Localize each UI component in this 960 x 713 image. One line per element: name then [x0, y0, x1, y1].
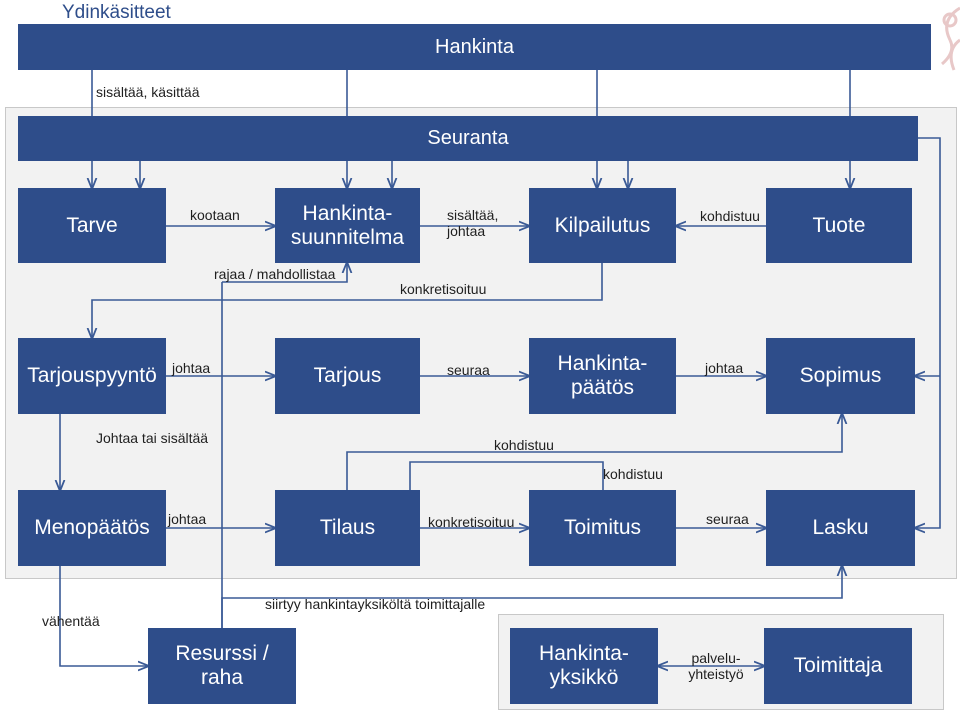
label-vahentaa: vähentää — [42, 613, 100, 629]
label-sisaltaa-kasittaa: sisältää, käsittää — [96, 84, 200, 100]
box-tarjous: Tarjous — [275, 338, 420, 414]
box-sopimus: Sopimus — [766, 338, 915, 414]
label-johtaa-1: johtaa — [172, 360, 211, 376]
label-kohdistuu-2: kohdistuu — [603, 466, 663, 482]
label-palvelu: palvelu- yhteistyö — [688, 650, 744, 682]
hankinta-bar: Hankinta — [18, 24, 931, 70]
label-seuraa-1: seuraa — [447, 362, 490, 378]
seuranta-bar: Seuranta — [18, 116, 918, 161]
label-johtaa-2: johtaa — [705, 360, 744, 376]
box-toimittaja: Toimittaja — [764, 628, 912, 704]
box-resurssi: Resurssi / raha — [148, 628, 296, 704]
label-sisaltaa-johtaa: sisältää, johtaa — [447, 207, 499, 239]
label-kohdistuu-1: kohdistuu — [494, 437, 554, 453]
page-title: Ydinkäsitteet — [62, 2, 171, 23]
box-menopaatos: Menopäätös — [18, 490, 166, 566]
box-hankintapaatos: Hankinta- päätös — [529, 338, 676, 414]
box-kilpailutus: Kilpailutus — [529, 188, 676, 263]
label-rajaa: rajaa / mahdollistaa — [214, 266, 336, 282]
label-seuraa-2: seuraa — [706, 511, 749, 527]
box-tuote: Tuote — [766, 188, 912, 263]
label-kootaan: kootaan — [190, 207, 240, 223]
label-kohdistuu-tuote: kohdistuu — [700, 208, 760, 224]
label-konkretisoituu-top: konkretisoituu — [400, 281, 487, 297]
box-hankintayksikko: Hankinta- yksikkö — [510, 628, 658, 704]
box-toimitus: Toimitus — [529, 490, 676, 566]
label-johtaa-tai: Johtaa tai sisältää — [96, 430, 209, 446]
label-siirtyy: siirtyy hankintayksiköltä toimittajalle — [265, 596, 486, 612]
logo-icon — [940, 6, 960, 71]
box-tarjouspyynto: Tarjouspyyntö — [18, 338, 166, 414]
label-konkretisoituu-2: konkretisoituu — [428, 514, 515, 530]
box-tarve: Tarve — [18, 188, 166, 263]
box-lasku: Lasku — [766, 490, 915, 566]
box-hankintasuunnitelma: Hankinta- suunnitelma — [275, 188, 420, 263]
label-johtaa-3: johtaa — [168, 511, 207, 527]
box-tilaus: Tilaus — [275, 490, 420, 566]
